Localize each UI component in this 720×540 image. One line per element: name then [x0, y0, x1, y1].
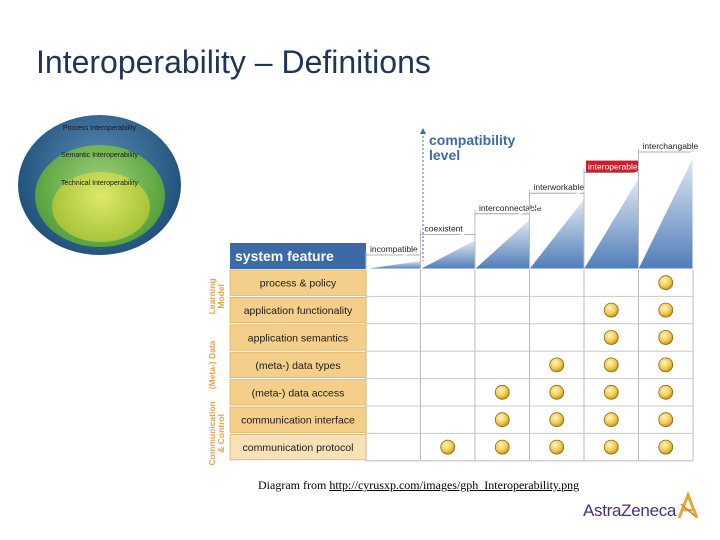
level-step-wedge [584, 178, 639, 269]
feature-row-box [229, 296, 367, 324]
compatibility-dot [658, 412, 674, 428]
group-label: Communication [207, 401, 217, 465]
group-label-line2: Model [216, 284, 226, 309]
logo-symbol-icon [677, 492, 699, 519]
system-feature-header-bar [230, 243, 366, 269]
feature-label: communication protocol [243, 442, 354, 454]
compatibility-dot [603, 384, 619, 400]
compatibility-dot [549, 412, 565, 428]
level-label: interconnectable [479, 203, 542, 213]
compatibility-dot [658, 330, 674, 345]
axis-title-line1: compatibility [429, 132, 516, 148]
feature-label: communication interface [241, 415, 355, 427]
feature-label: application semantics [248, 333, 348, 345]
compatibility-dot [658, 302, 674, 318]
level-label: incompatible [370, 244, 418, 254]
compatibility-dot [603, 330, 619, 345]
feature-label: (meta-) data types [255, 360, 340, 372]
compatibility-dot [494, 412, 510, 428]
technical-layer-label: Technical Interoperability [60, 180, 139, 187]
feature-label: (meta-) data access [252, 387, 345, 399]
compatibility-level-diagram: system feature incompatible coexistent inte… [203, 124, 700, 474]
compatibility-dot [658, 384, 674, 400]
logo-wordmark: AstraZeneca [583, 501, 677, 520]
feature-row-box [229, 269, 367, 296]
compatibility-dot [603, 302, 619, 318]
technical-layer-ellipse [52, 172, 150, 242]
compatibility-dot [494, 439, 510, 455]
level-step-wedge [638, 158, 693, 269]
caption-link[interactable]: http://cyrusxp.com/images/gph_Interopera… [329, 478, 580, 492]
compatibility-dot [658, 275, 674, 291]
interoperability-layers-diagram: Process Interoperability Semantic Intero… [18, 115, 181, 255]
feature-row-box [229, 406, 367, 433]
company-logo: AstraZeneca [583, 492, 703, 526]
axis-title-line2: level [429, 147, 460, 163]
slide-title: Interoperability – Definitions [36, 44, 431, 80]
feature-row-box [229, 433, 367, 461]
compatibility-dot [603, 412, 619, 428]
caption-prefix: Diagram from [258, 478, 330, 492]
semantic-layer-label: Semantic Interoperability [60, 152, 139, 159]
group-label: Learning [207, 278, 217, 314]
compatibility-dot [549, 384, 565, 400]
compatibility-dot [440, 439, 456, 455]
feature-row-box [229, 351, 367, 378]
level-step-wedge [366, 261, 421, 269]
group-label: (Meta-) Data [207, 340, 217, 389]
level-label: interoperable [588, 162, 638, 172]
compatibility-dot [658, 439, 674, 455]
compatibility-dot [549, 357, 565, 373]
process-layer-label: Process Interoperability [62, 125, 137, 132]
level-label: interworkable [534, 182, 585, 192]
feature-row-box [229, 379, 367, 406]
compatibility-level-svg: system feature incompatible coexistent inte… [207, 128, 699, 466]
feature-label: process & policy [260, 278, 337, 290]
compatibility-dot [658, 357, 674, 373]
interoperable-highlight [586, 160, 639, 173]
level-label: interchangable [643, 141, 699, 151]
axis-arrow-icon [420, 128, 426, 134]
level-step-wedge [529, 199, 584, 269]
diagram-caption: Diagram from http://cyrusxp.com/images/g… [258, 478, 579, 493]
system-feature-label: system feature [235, 248, 334, 264]
group-label-line2: & Control [216, 414, 226, 453]
level-label: coexistent [425, 223, 464, 233]
compatibility-dot [603, 439, 619, 455]
compatibility-dot [549, 439, 565, 455]
compatibility-dot [494, 384, 510, 400]
compatibility-dot [603, 357, 619, 373]
stair-diagonal [365, 151, 694, 270]
feature-label: application functionality [244, 305, 353, 317]
feature-row-box [229, 324, 367, 351]
level-step-wedge [420, 240, 475, 269]
